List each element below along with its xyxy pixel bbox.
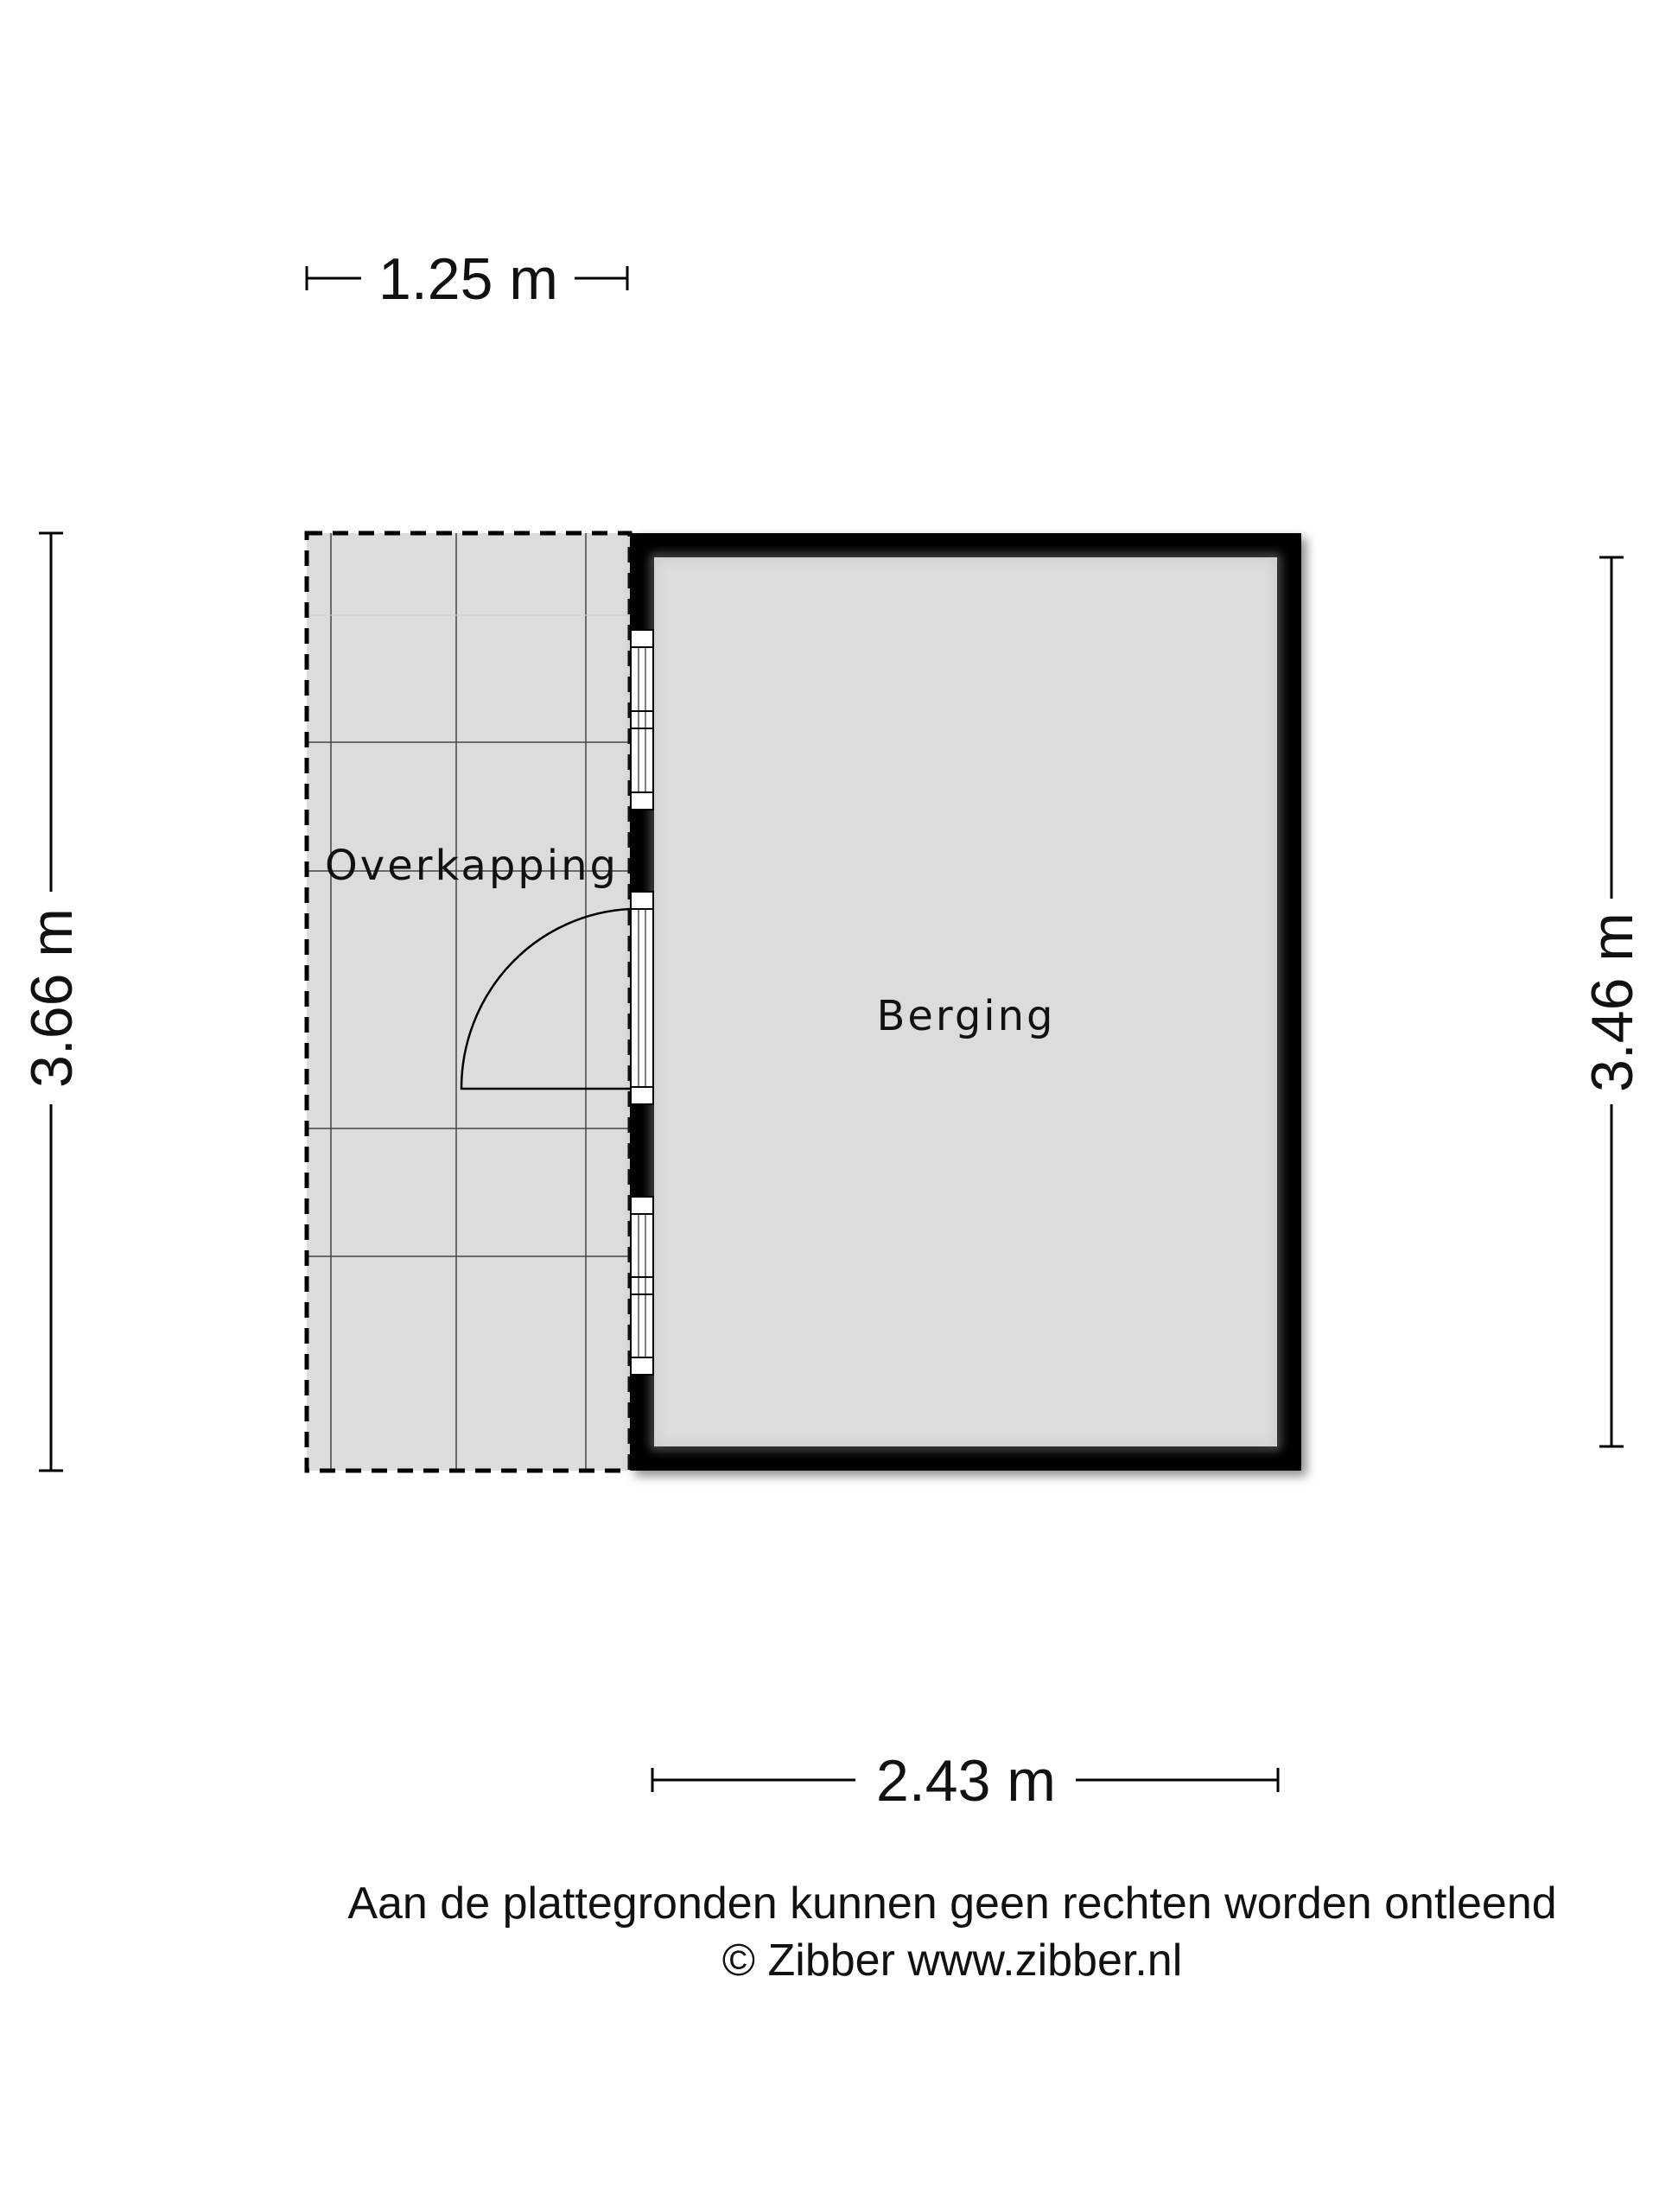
footer-copyright: © Zibber www.zibber.nl [722, 1936, 1183, 1986]
dimension-right-label: 3.46 m [1580, 912, 1645, 1092]
overkapping-grid [307, 533, 630, 1471]
overkapping-floor [307, 533, 630, 1471]
door-swing-arc [460, 907, 631, 1090]
overkapping-area [304, 531, 632, 1473]
dimension-bottom-label: 2.43 m [876, 1748, 1056, 1814]
berging-room [630, 533, 1306, 1476]
dimension-right [1599, 556, 1624, 1448]
dimension-left [39, 531, 63, 1472]
berging-floor [654, 557, 1277, 1446]
room-label-overkapping: Overkapping [325, 842, 619, 890]
footer-disclaimer: Aan de plattegronden kunnen geen rechten… [347, 1878, 1556, 1929]
dimension-left-label: 3.66 m [19, 908, 85, 1088]
door [460, 891, 654, 1105]
dimension-top [305, 266, 629, 290]
dimension-top-label: 1.25 m [378, 246, 558, 312]
room-label-berging: Berging [876, 992, 1055, 1040]
window-lower [630, 1196, 654, 1376]
dimension-bottom [651, 1768, 1280, 1792]
window-upper [630, 629, 654, 810]
